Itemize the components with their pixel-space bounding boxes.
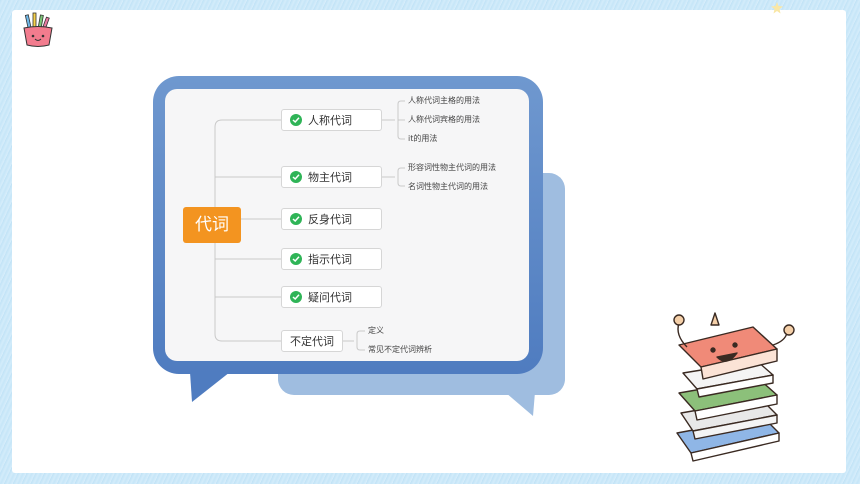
branch-node-reflexive-pronouns: 反身代词 — [281, 208, 382, 230]
star-decoration-icon — [771, 2, 783, 14]
branch-node-possessive-pronouns: 物主代词 — [281, 166, 382, 188]
branch-label: 反身代词 — [308, 213, 352, 226]
check-circle-icon — [290, 213, 302, 225]
branch-label: 人称代词 — [308, 114, 352, 127]
book-stack-character — [673, 312, 795, 462]
check-circle-icon — [290, 114, 302, 126]
leaf-node: it的用法 — [408, 134, 438, 143]
speech-bubble-shadow-tail — [505, 392, 535, 416]
leaf-node: 形容词性物主代词的用法 — [408, 163, 496, 172]
check-circle-icon — [290, 171, 302, 183]
branch-node-indefinite-pronouns: 不定代词 — [281, 330, 343, 352]
leaf-node: 定义 — [368, 326, 384, 335]
branch-label: 物主代词 — [308, 171, 352, 184]
branch-label: 指示代词 — [308, 253, 352, 266]
mindmap-root-node: 代词 — [183, 207, 241, 243]
branch-label: 不定代词 — [290, 335, 334, 348]
leaf-node: 人称代词宾格的用法 — [408, 115, 480, 124]
check-circle-icon — [290, 291, 302, 303]
branch-node-interrogative-pronouns: 疑问代词 — [281, 286, 382, 308]
branch-label: 疑问代词 — [308, 291, 352, 304]
leaf-node: 人称代词主格的用法 — [408, 96, 480, 105]
pencil-cup-icon — [23, 12, 53, 47]
leaf-node: 名词性物主代词的用法 — [408, 182, 488, 191]
speech-bubble-tail — [190, 372, 230, 402]
branch-node-demonstrative-pronouns: 指示代词 — [281, 248, 382, 270]
leaf-node: 常见不定代词辨析 — [368, 345, 432, 354]
check-circle-icon — [290, 253, 302, 265]
branch-node-personal-pronouns: 人称代词 — [281, 109, 382, 131]
